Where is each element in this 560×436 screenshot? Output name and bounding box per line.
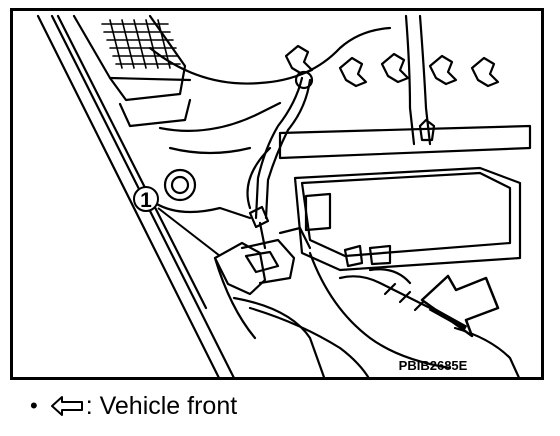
front-direction-arrow-icon	[420, 274, 500, 338]
figure-caption: • : Vehicle front	[30, 389, 237, 423]
cowl-panel	[72, 14, 187, 102]
relay-box	[293, 166, 522, 272]
arrow-shadow	[428, 305, 468, 331]
figure-code: PBIB2685E	[399, 358, 468, 373]
bullet: •	[30, 393, 38, 418]
hold-down-strap	[404, 14, 416, 146]
grommet	[163, 168, 197, 202]
harness-connector	[213, 205, 312, 340]
callout-leader-line	[157, 207, 221, 257]
engine-bay-illustration: 1 PBIB2685E	[10, 8, 544, 380]
battery-cable	[254, 76, 304, 220]
callout-number: 1	[140, 189, 152, 212]
callout-circle	[133, 186, 159, 212]
cowl-grille	[101, 19, 181, 69]
caption-text: : Vehicle front	[85, 391, 238, 420]
outline-left-arrow-icon	[50, 396, 83, 416]
battery-terminals	[284, 44, 500, 88]
fender-edge-line	[36, 14, 222, 380]
